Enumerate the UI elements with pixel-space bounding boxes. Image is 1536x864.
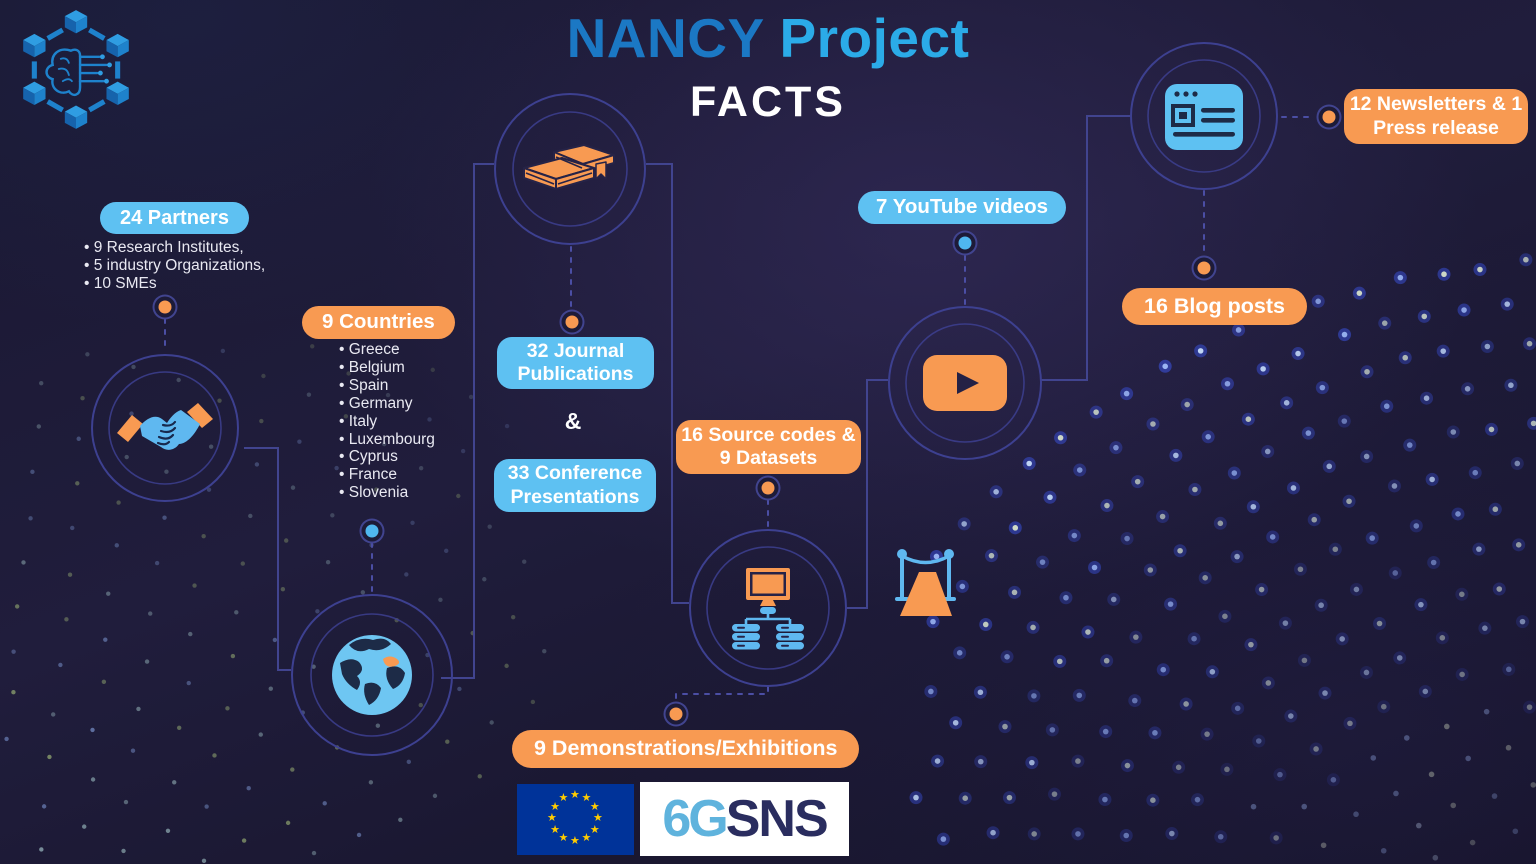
- countries-badge: 9 Countries: [302, 306, 455, 339]
- partners-item: • 10 SMEs: [84, 274, 157, 292]
- eu-star-icon: ★: [547, 812, 557, 824]
- eu-star-icon: ★: [589, 800, 600, 813]
- ring-outer-countries: [291, 594, 453, 756]
- connector-publications-to-sourcecodes: [646, 163, 689, 604]
- sns-logo-text: SNS: [725, 790, 829, 848]
- eu-star-icon: ★: [570, 789, 580, 801]
- partners-list: • 9 Research Institutes, • 5 industry Or…: [84, 239, 265, 293]
- countries-item: • Slovenia: [339, 484, 409, 502]
- node-dot-newsletters: [1322, 110, 1336, 124]
- node-dot-sourcecodes: [761, 481, 775, 495]
- brain-blockchain-network-icon: [23, 10, 129, 129]
- network-monitor-databases-icon: [732, 568, 804, 650]
- books-icon: [523, 144, 615, 190]
- partners-item: • 9 Research Institutes,: [84, 239, 244, 256]
- ring-inner-partners: [108, 371, 222, 485]
- eu-star-icon: ★: [550, 823, 560, 836]
- dashed-demonstrations: [675, 686, 769, 703]
- conference-presentations-badge: 33 Conference Presentations: [494, 459, 656, 512]
- blog-posts-badge: 16 Blog posts: [1122, 288, 1307, 325]
- node-dot-countries: [365, 524, 379, 538]
- globe-icon: [332, 635, 412, 715]
- partners-badge: 24 Partners: [100, 202, 249, 234]
- ring-outer-publications: [494, 93, 646, 245]
- ring-inner-newsletters: [1147, 59, 1261, 173]
- eu-star-icon: ★: [589, 823, 600, 836]
- node-dot-partners: [158, 300, 172, 314]
- node-dot-journal: [565, 315, 579, 329]
- connector-youtube-to-newsletters: [1041, 115, 1130, 381]
- partners-item: • 5 industry Organizations,: [84, 256, 266, 274]
- eu-star-icon: ★: [581, 792, 592, 805]
- eu-star-icon: ★: [570, 835, 580, 847]
- countries-item: • Spain: [339, 376, 389, 394]
- ring-inner-youtube: [905, 323, 1025, 443]
- youtube-play-icon: [923, 355, 1007, 411]
- newsletter-browser-icon: [1165, 84, 1243, 150]
- journal-publications-badge: 32 Journal Publications: [497, 337, 654, 389]
- youtube-videos-badge: 7 YouTube videos: [858, 191, 1067, 224]
- ring-outer-newsletters: [1130, 42, 1278, 190]
- countries-item: • France: [339, 466, 397, 484]
- node-dot-youtube: [958, 236, 972, 250]
- connector-countries-to-publications: [441, 163, 494, 679]
- eu-star-icon: ★: [593, 812, 603, 824]
- eu-star-icon: ★: [558, 831, 569, 844]
- connector-sourcecodes-to-youtube: [847, 379, 888, 609]
- ring-outer-sourcecodes: [689, 529, 847, 687]
- countries-item: • Greece: [339, 341, 400, 358]
- ring-inner-countries: [310, 613, 434, 737]
- node-dot-blog: [1197, 261, 1211, 275]
- countries-item: • Belgium: [339, 358, 405, 376]
- eu-star-icon: ★: [581, 831, 592, 844]
- countries-item: • Luxembourg: [339, 430, 435, 448]
- handshake-icon: [117, 403, 213, 450]
- eu-star-icon: ★: [550, 800, 560, 813]
- ring-inner-sourcecodes: [706, 546, 830, 670]
- countries-item: • Cyprus: [339, 448, 398, 466]
- ring-inner-publications: [512, 111, 628, 227]
- countries-item: • Italy: [339, 412, 378, 430]
- connector-partners-to-countries: [244, 447, 291, 671]
- title-project: Project: [779, 7, 970, 69]
- demonstrations-badge: 9 Demonstrations/Exhibitions: [512, 730, 860, 768]
- 6g-sns-logo: 6G SNS: [640, 782, 849, 856]
- ampersand-label: &: [564, 408, 582, 434]
- title-nancy: NANCY: [566, 7, 764, 69]
- red-carpet-icon: [895, 549, 956, 616]
- eu-flag: ★★★★★★★★★★★★: [517, 784, 634, 855]
- node-dot-demonstrations: [669, 707, 683, 721]
- 6g-logo-text: 6G: [662, 790, 728, 848]
- ring-outer-partners: [91, 354, 239, 502]
- newsletters-badge: 12 Newsletters & 1 Press release: [1344, 89, 1528, 144]
- source-codes-badge: 16 Source codes & 9 Datasets: [676, 420, 861, 474]
- eu-star-icon: ★: [558, 792, 569, 805]
- ring-outer-youtube: [888, 306, 1042, 460]
- countries-item: • Germany: [339, 394, 413, 412]
- countries-list: • Greece • Belgium • Spain • Germany • I…: [339, 341, 435, 502]
- page-title: NANCY Project: [0, 6, 1536, 70]
- page-subtitle: FACTS: [690, 78, 846, 126]
